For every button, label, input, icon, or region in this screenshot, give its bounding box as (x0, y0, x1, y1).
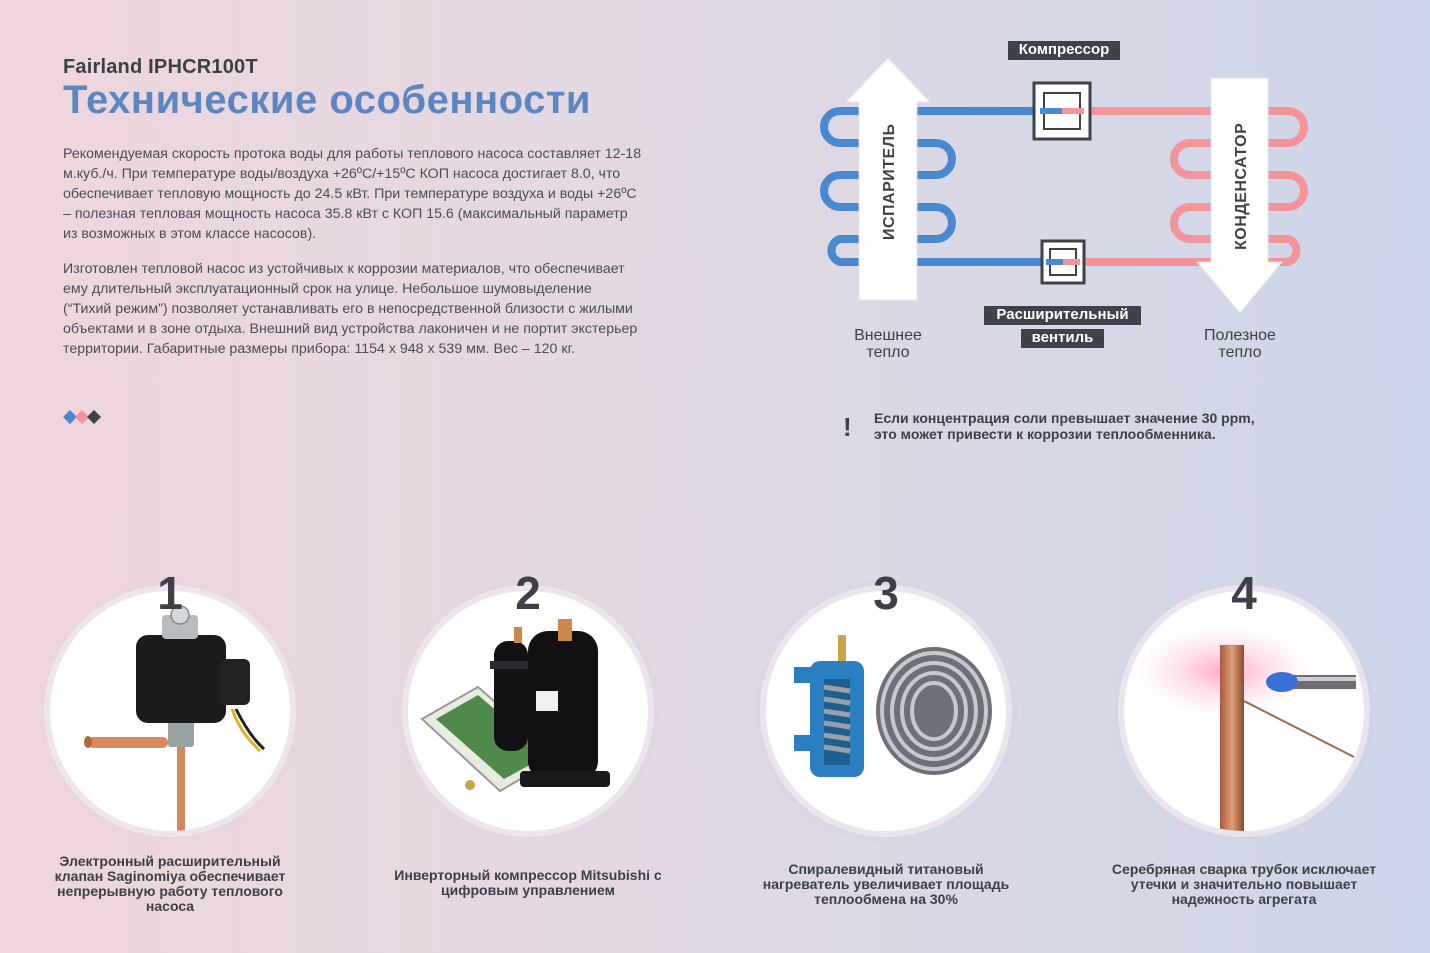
condenser-label: КОНДЕНСАТОР (1233, 123, 1250, 250)
compressor-symbol (1032, 81, 1092, 141)
feature-4-number: 4 (1231, 567, 1257, 619)
feature-3-number: 3 (873, 567, 899, 619)
description-paragraph-2: Изготовлен тепловой насос из устойчивых … (63, 261, 638, 357)
compressor-image (420, 619, 610, 793)
valve-label-line1: Расширительный (984, 306, 1141, 325)
decorative-diamonds-icon (63, 410, 101, 424)
feature-1-image-circle (50, 591, 290, 831)
evaporator-coil (820, 107, 956, 266)
outer-heat-line1: Внешнее (854, 327, 922, 344)
warning-line2: это может привести к коррозии теплообмен… (874, 426, 1216, 442)
evaporator-arrow (844, 57, 932, 301)
silver-welding-image (1134, 626, 1356, 831)
feature-3-text: Спиралевидный титановый нагреватель увел… (762, 861, 1010, 907)
description-paragraph-1: Рекомендуемая скорость протока воды для … (63, 146, 642, 242)
evaporator-label: ИСПАРИТЕЛЬ (881, 124, 898, 240)
outer-heat-line2: тепло (866, 344, 910, 361)
useful-heat-line2: тепло (1218, 344, 1262, 361)
feature-2-number: 2 (515, 567, 541, 619)
useful-heat-caption: Полезное тепло (1188, 327, 1292, 361)
warning-line1: Если концентрация соли превышает значени… (874, 410, 1255, 426)
warning-icon: ! (843, 412, 852, 442)
compressor-label: Компрессор (1008, 41, 1120, 60)
outer-heat-caption: Внешнее тепло (838, 327, 938, 361)
condenser-arrow (1195, 77, 1284, 314)
feature-1-number: 1 (157, 567, 183, 619)
feature-4-image-circle (1124, 591, 1364, 831)
solenoid-valve-image (84, 605, 266, 831)
valve-label-line2: вентиль (1021, 329, 1104, 348)
feature-4-text: Серебряная сварка трубок исключает утечк… (1111, 861, 1377, 907)
useful-heat-line1: Полезное (1204, 327, 1276, 344)
model-name: Fairland IPHCR100T (63, 56, 258, 78)
feature-1-text: Электронный расширительный клапан Sagino… (54, 853, 286, 914)
feature-3-image-circle (766, 591, 1006, 831)
condenser-coil (1170, 107, 1308, 266)
titanium-heater-image (794, 635, 992, 777)
warning-text: Если концентрация соли превышает значени… (874, 410, 1324, 442)
page-title: Технические особенности (63, 78, 592, 122)
feature-2-text: Инверторный компрессор Mitsubishi с цифр… (394, 867, 662, 898)
expansion-valve-symbol (1040, 239, 1086, 285)
feature-2-image-circle (408, 591, 648, 831)
